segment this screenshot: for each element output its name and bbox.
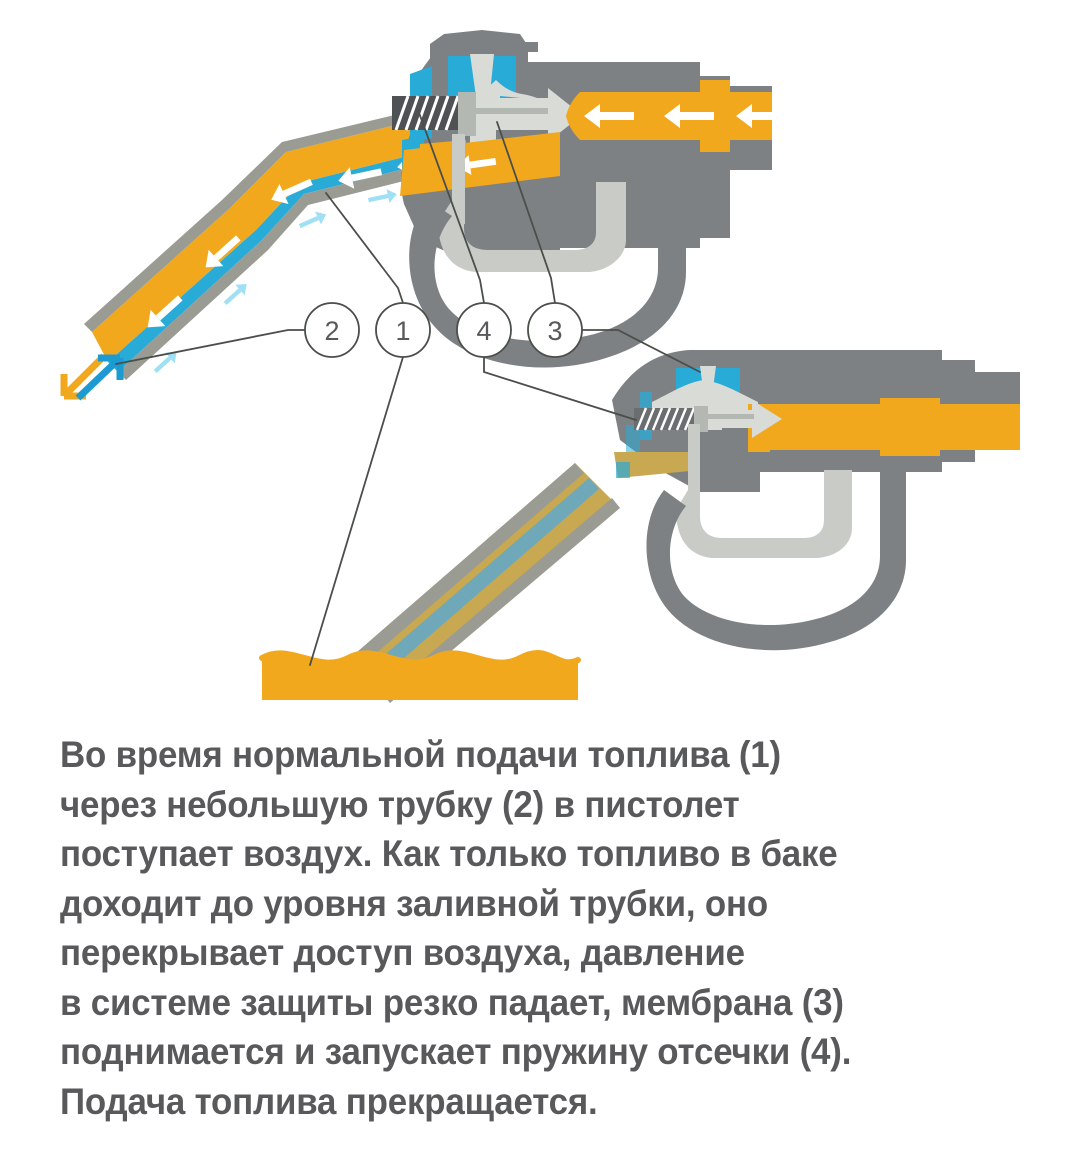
shutoff-nozzle-view bbox=[341, 350, 1020, 703]
body-fuel-arrows bbox=[457, 104, 778, 175]
callout-1[interactable]: 1 bbox=[375, 302, 431, 358]
air-in-arrow bbox=[75, 354, 124, 401]
upper-trigger bbox=[438, 134, 626, 272]
shutoff-spring bbox=[392, 95, 462, 131]
caption-block: Во время нормальной подачи топлива (1) ч… bbox=[0, 712, 1080, 1170]
callout-4[interactable]: 4 bbox=[456, 302, 512, 358]
tip-flow-arrows bbox=[60, 353, 124, 401]
callout-4-label: 4 bbox=[476, 316, 491, 346]
fuel-nozzle-diagram: 2 1 4 3 bbox=[60, 30, 1020, 703]
air-direction-arrows bbox=[153, 189, 397, 374]
upper-nozzle-body bbox=[392, 30, 778, 368]
upper-spout bbox=[84, 108, 424, 380]
callout-2-label: 2 bbox=[324, 316, 339, 346]
fuel-surface bbox=[259, 650, 581, 700]
lower-nozzle-body bbox=[612, 350, 1020, 651]
callout-leader-lines bbox=[115, 109, 701, 666]
callout-2[interactable]: 2 bbox=[304, 302, 360, 358]
normal-flow-nozzle-view bbox=[60, 30, 778, 401]
lower-valve-plunger bbox=[694, 400, 782, 438]
callout-1-label: 1 bbox=[395, 316, 410, 346]
callout-circles: 2 1 4 3 bbox=[304, 302, 583, 358]
lower-trigger bbox=[676, 424, 852, 558]
valve-plunger bbox=[458, 88, 582, 142]
callout-3[interactable]: 3 bbox=[527, 302, 583, 358]
lower-shutoff-spring bbox=[634, 407, 696, 431]
diagram-svg: 2 1 4 3 bbox=[60, 30, 1020, 703]
caption-text: Во время нормальной подачи топлива (1) ч… bbox=[60, 733, 852, 1122]
callout-3-label: 3 bbox=[547, 316, 562, 346]
lower-spout bbox=[341, 463, 620, 703]
